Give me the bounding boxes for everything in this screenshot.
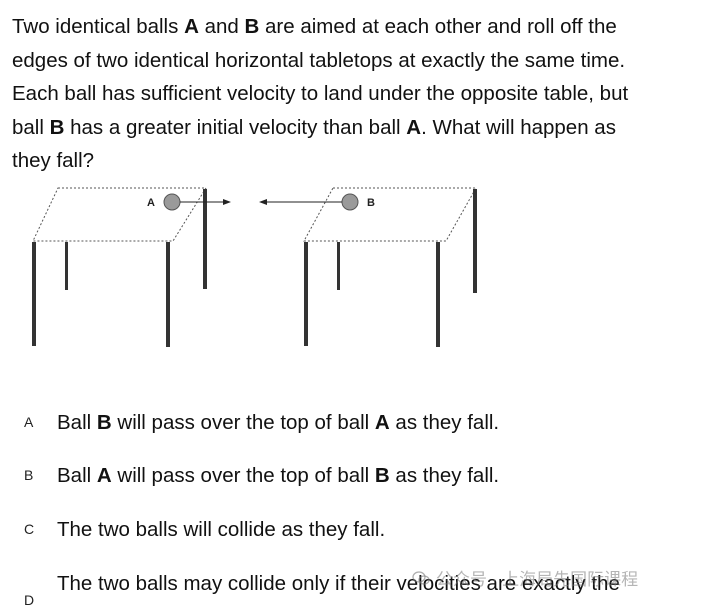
watermark-text: 公众号 · 上海局先国际课程: [436, 570, 639, 589]
question-line-4: ball B has a greater initial velocity th…: [12, 115, 616, 139]
left-leg-back-right: [203, 189, 207, 289]
question-line-3: Each ball has sufficient velocity to lan…: [12, 82, 629, 105]
ball-b-arrowhead: [259, 199, 267, 205]
option-letter: C: [24, 521, 35, 537]
option-letter: A: [24, 414, 34, 430]
option-text: Ball B will pass over the top of ball A …: [57, 411, 500, 434]
question-text: Two identical balls A and B are aimed at…: [12, 10, 692, 178]
right-tabletop: [303, 187, 477, 242]
right-leg-back-left: [337, 242, 340, 290]
left-leg-front-right: [166, 242, 170, 347]
option-text: The two balls may collide only if their …: [57, 572, 620, 595]
option-text: The two balls will collide as they fall.: [57, 518, 386, 541]
option-letter: B: [24, 467, 34, 483]
left-leg-back-left: [65, 242, 68, 290]
ball-a: [163, 193, 181, 211]
right-leg-front-left: [304, 242, 308, 346]
right-leg-back-right: [473, 189, 477, 293]
wechat-icon: [412, 570, 430, 585]
ball-a-label: A: [147, 197, 155, 209]
option-b[interactable]: B Ball A will pass over the top of ball …: [0, 462, 701, 502]
ball-b-ref: B: [49, 115, 65, 139]
watermark: 公众号 · 上海局先国际课程: [412, 565, 638, 590]
ball-a-ref: A: [184, 15, 199, 38]
question-line-5: they fall?: [12, 149, 95, 172]
option-c[interactable]: C The two balls will collide as they fal…: [0, 516, 701, 556]
left-leg-front-left: [32, 242, 36, 346]
right-table: [303, 187, 477, 347]
ball-a-ref: A: [406, 115, 422, 139]
ball-b: [341, 193, 359, 211]
question-line-2: edges of two identical horizontal tablet…: [12, 48, 626, 72]
option-letter: D: [24, 592, 35, 608]
ball-b-label: B: [367, 197, 375, 209]
left-table: [32, 187, 207, 347]
option-a[interactable]: A Ball B will pass over the top of ball …: [0, 409, 701, 449]
left-tabletop: [32, 187, 207, 242]
ball-a-arrowhead: [223, 199, 231, 205]
right-leg-front-right: [436, 242, 440, 347]
option-text: Ball A will pass over the top of ball B …: [57, 464, 500, 487]
option-d[interactable]: D The two balls may collide only if thei…: [0, 570, 701, 610]
tables-figure: A B: [32, 187, 477, 347]
question-line-1: Two identical balls A and B are aimed at…: [12, 15, 617, 38]
ball-b-ref: B: [244, 15, 260, 38]
